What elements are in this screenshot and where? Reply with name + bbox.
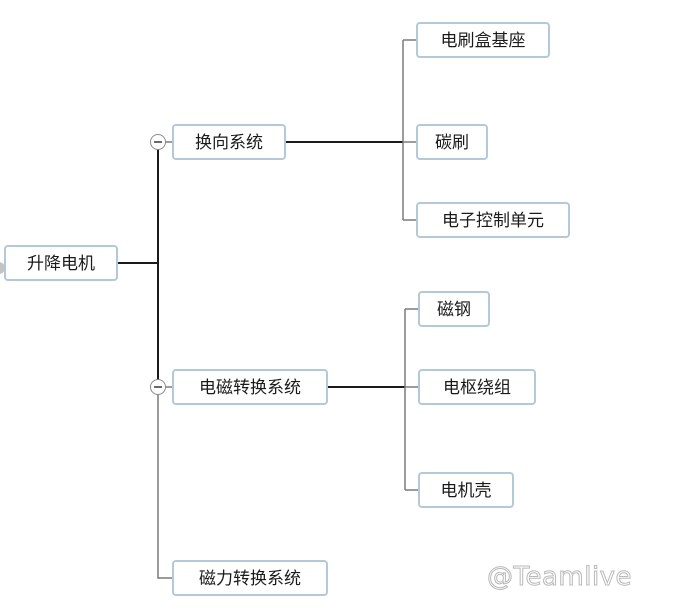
subtopic-dianshuahe-jizuo[interactable]: 电刷盒基座 <box>416 22 550 58</box>
subtopic-tanshua[interactable]: 碳刷 <box>416 124 488 160</box>
topic-diancizhuanhuan-system[interactable]: 电磁转换系统 <box>172 369 328 405</box>
topic-huanxiang-system[interactable]: 换向系统 <box>172 124 286 160</box>
root-edge-handle-icon <box>0 262 5 274</box>
level1-trunk-tail <box>157 387 172 579</box>
subtopic-cigang[interactable]: 磁钢 <box>418 291 490 327</box>
collapse-huanxiang-icon[interactable] <box>150 134 166 150</box>
root-node[interactable]: 升降电机 <box>4 245 118 281</box>
watermark-text: @Teamlive <box>486 562 633 593</box>
collapse-diancizhuanhuan-icon[interactable] <box>150 379 166 395</box>
subtopic-dianzi-kongzhi-danyuan[interactable]: 电子控制单元 <box>416 202 570 238</box>
topic-cilizhuanhuan-system[interactable]: 磁力转换系统 <box>172 560 328 596</box>
subtopic-dianshu-raozu[interactable]: 电枢绕组 <box>418 369 536 405</box>
subtopic-dianjike[interactable]: 电机壳 <box>418 472 514 508</box>
